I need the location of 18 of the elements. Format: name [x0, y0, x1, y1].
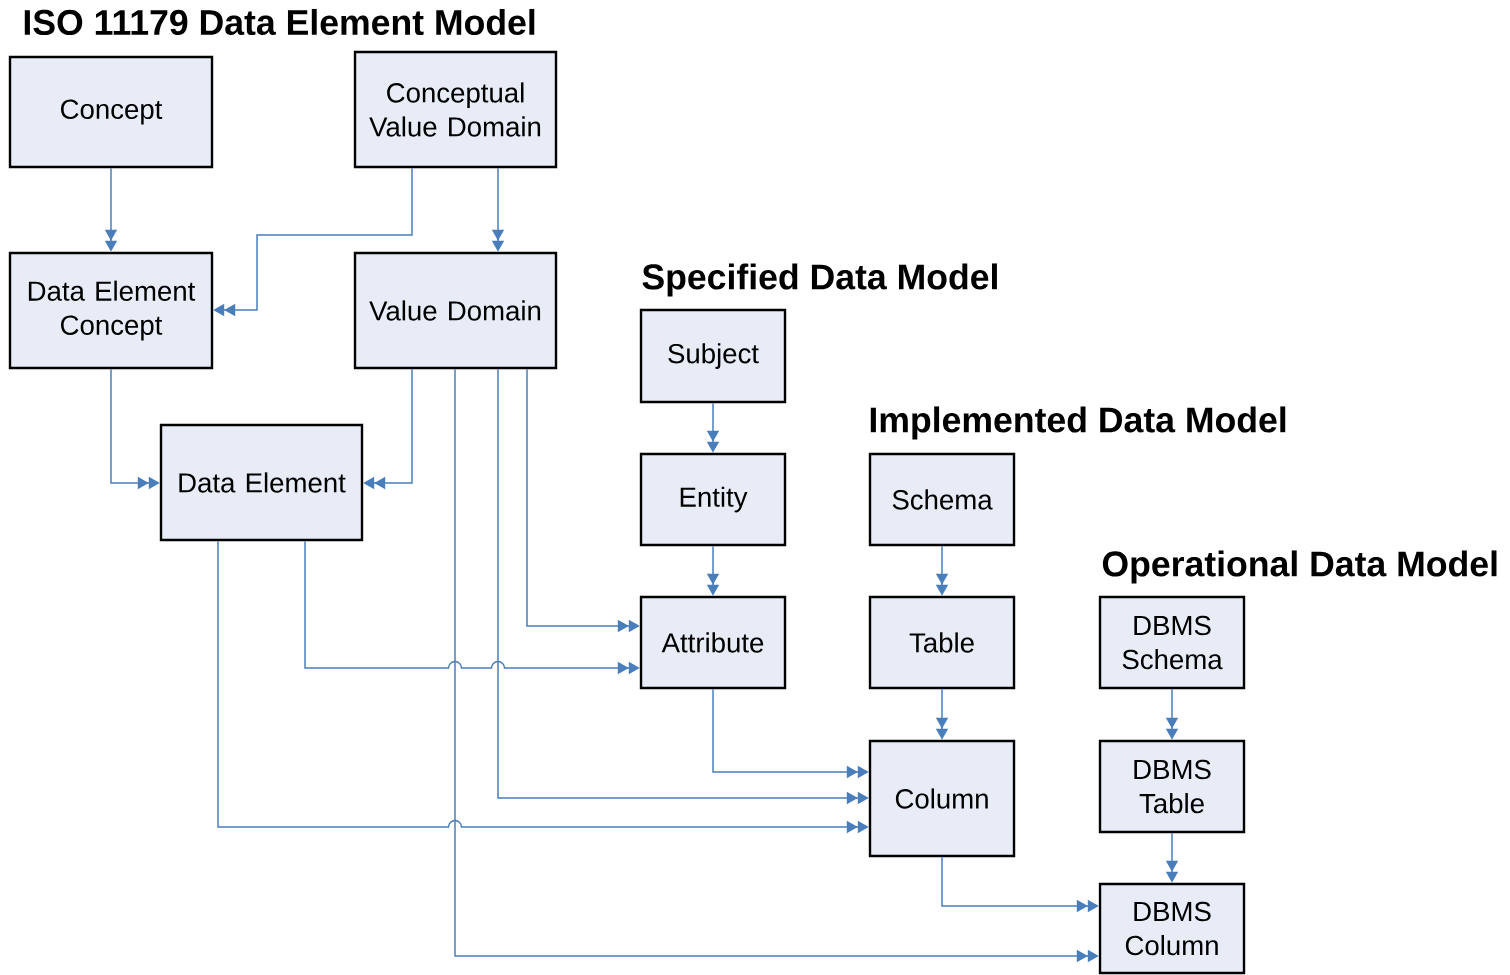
section-heading: Specified Data Model [642, 263, 997, 297]
model-box: Entity [639, 452, 787, 547]
section-heading: Operational Data Model [1102, 550, 1497, 584]
diagram-title: ISO 11179 Data Element Model [24, 8, 535, 36]
model-box: Value Domain [353, 251, 558, 370]
section-heading: Implemented Data Model [870, 406, 1286, 440]
model-box: Data Element Concept [8, 251, 214, 370]
model-box: DBMS Column [1098, 882, 1246, 975]
model-box: Concept [8, 55, 214, 169]
model-box: Table [868, 595, 1016, 690]
model-box: DBMS Schema [1098, 595, 1246, 690]
model-box: Attribute [639, 595, 787, 690]
model-box: Schema [868, 452, 1016, 547]
model-box: Conceptual Value Domain [353, 50, 558, 169]
model-box: Subject [639, 308, 787, 404]
model-box: Column [868, 739, 1016, 858]
model-box: Data Element [159, 423, 364, 542]
model-box: DBMS Table [1098, 739, 1246, 834]
